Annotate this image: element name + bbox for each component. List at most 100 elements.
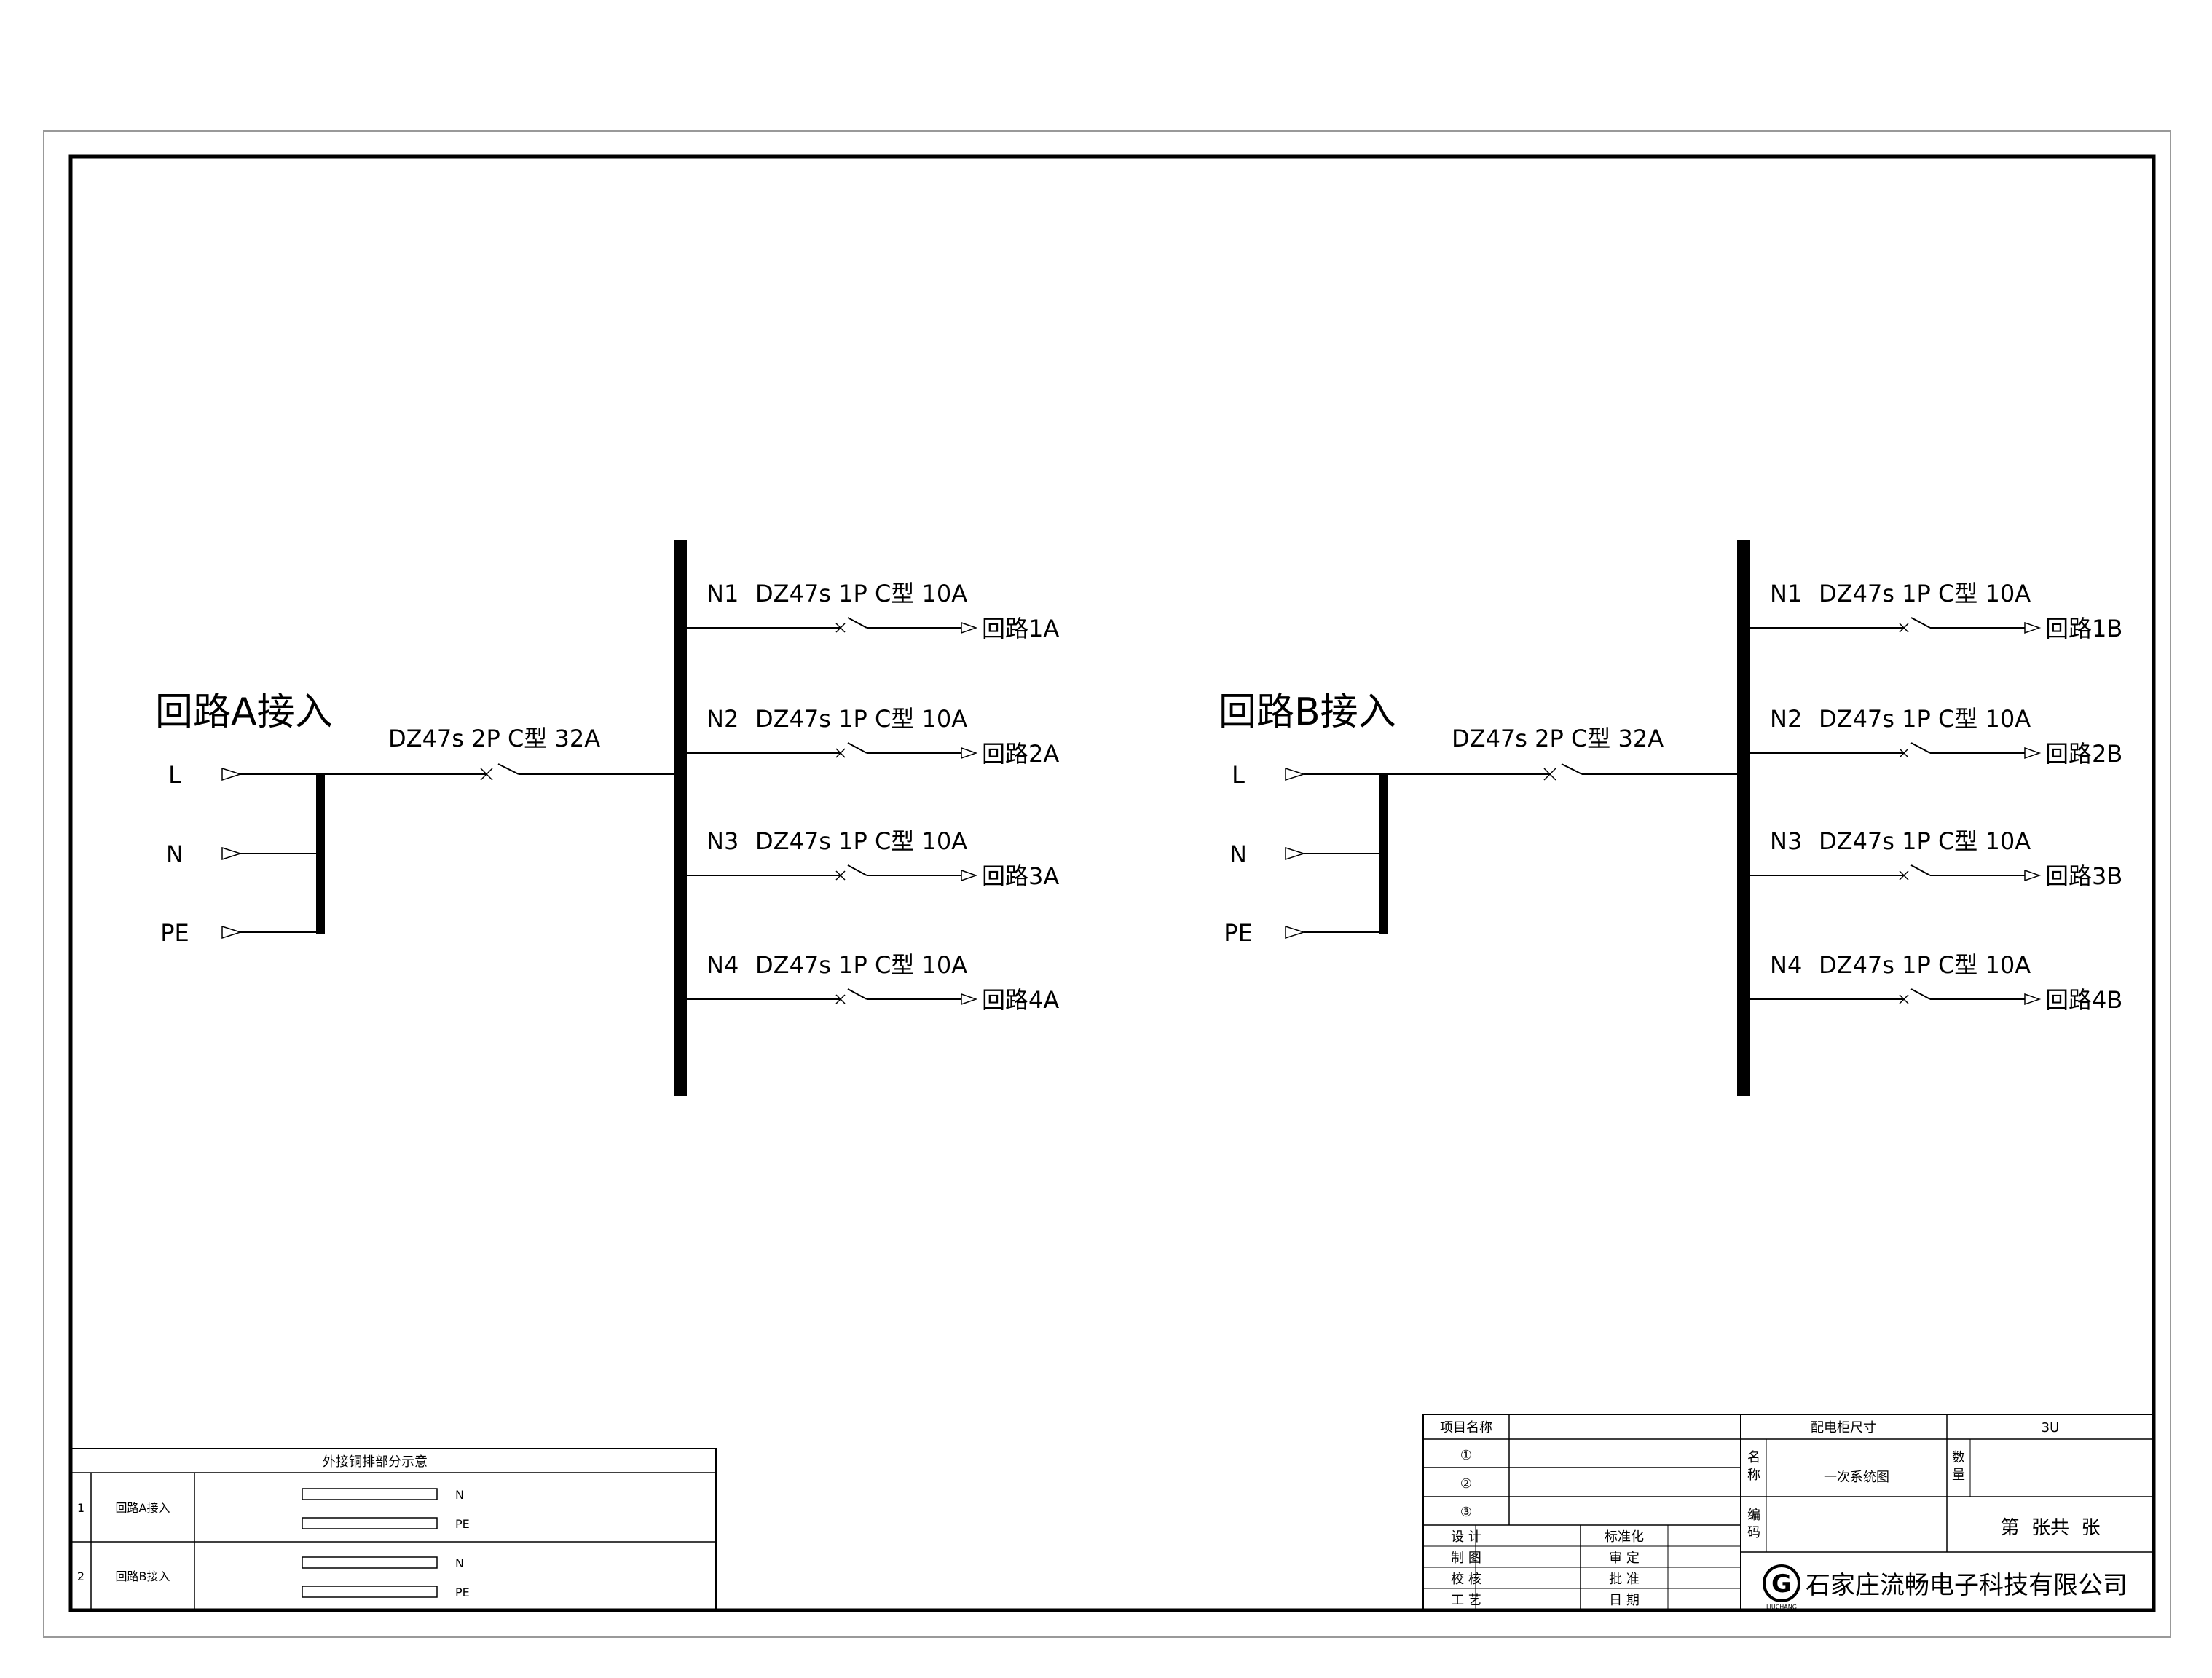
name-label: 名称 (1747, 1450, 1760, 1483)
busbar-row-number: 1 (77, 1501, 84, 1515)
busbar-row-number: 2 (77, 1569, 84, 1583)
branch-output-label: 回路3A (982, 862, 1059, 890)
item-1-marker: ① (1460, 1448, 1472, 1463)
busbar-n-symbol (302, 1488, 438, 1500)
branch-id-label: N3 (706, 827, 739, 855)
drawing-name: 一次系统图 (1824, 1470, 1889, 1485)
sheet-count: 第 张共 张 (2000, 1517, 2100, 1539)
branch-breaker-label: DZ47s 1P C型 10A (755, 705, 967, 733)
branch-breaker-contact (847, 864, 867, 876)
role-approve: 批 准 (1609, 1572, 1640, 1587)
role-process: 工 艺 (1451, 1593, 1481, 1608)
branch-breaker-label: DZ47s 1P C型 10A (755, 827, 967, 855)
output-arrow-icon (2024, 869, 2042, 882)
main-busbar (1737, 540, 1750, 1096)
busbar-pe-symbol (302, 1586, 438, 1598)
branch-id-label: N2 (706, 705, 739, 733)
role-review: 审 定 (1609, 1551, 1640, 1566)
branch-breaker-contact (1910, 617, 1931, 629)
input-busbar (1379, 773, 1388, 934)
branch-breaker-label: DZ47s 1P C型 10A (755, 580, 967, 607)
input-label-pe: PE (1224, 919, 1253, 947)
busbar-n-label: N (455, 1556, 464, 1570)
logo-letter: G (1771, 1569, 1792, 1599)
company-logo: G LIUCHANG (1763, 1564, 1800, 1610)
cabinet-size-value: 3U (2042, 1420, 2060, 1435)
input-busbar (316, 773, 325, 934)
item-2-marker: ② (1460, 1476, 1472, 1492)
terminal-arrow-icon (1285, 767, 1306, 781)
busbar-n-label: N (455, 1488, 464, 1502)
busbar-n-symbol (302, 1556, 438, 1569)
branch-output-label: 回路2A (982, 740, 1059, 768)
terminal-arrow-icon (221, 767, 243, 781)
terminal-arrow-icon (221, 846, 243, 861)
busbar-row-name: 回路A接入 (116, 1501, 170, 1515)
cabinet-size-label: 配电柜尺寸 (1811, 1420, 1876, 1435)
branch-breaker-label: DZ47s 1P C型 10A (1819, 580, 2031, 607)
breaker-cross-icon (1543, 768, 1556, 781)
busbar-pe-symbol (302, 1517, 438, 1529)
role-standardization: 标准化 (1605, 1529, 1644, 1545)
breaker-cross-icon (1899, 870, 1909, 881)
branch-circuit: N1 DZ47s 1P C型 10A 回路1A (687, 580, 1059, 642)
branch-circuit: N1 DZ47s 1P C型 10A 回路1B (1750, 580, 2122, 642)
branch-breaker-label: DZ47s 1P C型 10A (1819, 705, 2031, 733)
branch-breaker-label: DZ47s 1P C型 10A (1819, 951, 2031, 979)
inner-frame (68, 154, 2156, 1612)
busbar-table-title: 外接铜排部分示意 (323, 1454, 428, 1470)
main-breaker-label: DZ47s 2P C型 32A (388, 725, 600, 752)
main-breaker-label: DZ47s 2P C型 32A (1452, 725, 1664, 752)
busbar-pe-label: PE (455, 1517, 470, 1531)
branch-id-label: N1 (706, 580, 739, 607)
busbar-row-name: 回路B接入 (116, 1569, 170, 1583)
branch-id-label: N2 (1770, 705, 1802, 733)
input-label-l: L (1232, 761, 1245, 789)
breaker-cross-icon (1899, 994, 1909, 1004)
branch-circuit: N2 DZ47s 1P C型 10A 回路2B (1750, 705, 2122, 768)
output-arrow-icon (2024, 747, 2042, 760)
branch-id-label: N4 (706, 951, 739, 979)
branch-output-label: 回路1A (982, 615, 1059, 642)
branch-id-label: N3 (1770, 827, 1802, 855)
terminal-arrow-icon (1285, 846, 1306, 861)
output-arrow-icon (961, 747, 978, 760)
branch-circuit: N3 DZ47s 1P C型 10A 回路3A (687, 827, 1059, 890)
breaker-cross-icon (835, 748, 846, 758)
role-check: 校 核 (1451, 1572, 1481, 1587)
busbar-table: 外接铜排部分示意 1 回路A接入 N PE 2 回路B接入 N PE (70, 1448, 717, 1611)
branch-id-label: N1 (1770, 580, 1802, 607)
branch-breaker-contact (1910, 988, 1931, 1000)
input-label-l: L (168, 761, 181, 789)
breaker-cross-icon (835, 870, 846, 881)
output-arrow-icon (961, 869, 978, 882)
quantity-label: 数量 (1952, 1450, 1965, 1483)
branch-id-label: N4 (1770, 951, 1802, 979)
branch-output-label: 回路1B (2045, 615, 2122, 642)
branch-breaker-contact (847, 617, 867, 629)
branch-output-label: 回路4A (982, 986, 1059, 1014)
branch-breaker-contact (1910, 864, 1931, 876)
project-name-label: 项目名称 (1440, 1420, 1492, 1435)
breaker-cross-icon (835, 623, 846, 633)
input-label-n: N (166, 840, 184, 868)
input-label-pe: PE (160, 919, 189, 947)
code-label: 编码 (1747, 1508, 1760, 1540)
outer-frame (43, 130, 2171, 1638)
breaker-cross-icon (1899, 623, 1909, 633)
busbar-pe-label: PE (455, 1586, 470, 1599)
item-3-marker: ③ (1460, 1505, 1472, 1520)
breaker-cross-icon (480, 768, 493, 781)
role-drafting: 制 图 (1451, 1551, 1481, 1566)
branch-breaker-label: DZ47s 1P C型 10A (755, 951, 967, 979)
branch-breaker-contact (847, 742, 867, 754)
branch-output-label: 回路2B (2045, 740, 2122, 768)
terminal-arrow-icon (221, 925, 243, 940)
role-design: 设 计 (1451, 1529, 1481, 1545)
branch-output-label: 回路3B (2045, 862, 2122, 890)
main-busbar (674, 540, 687, 1096)
